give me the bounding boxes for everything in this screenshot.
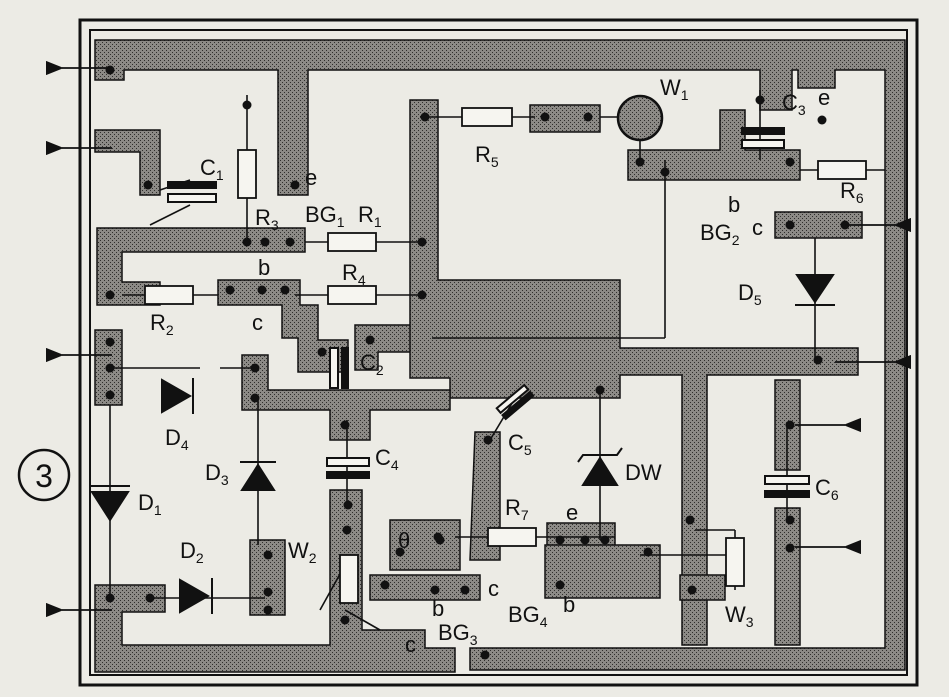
- label-r6: R6: [840, 178, 864, 206]
- diode-d1-symbol: [90, 491, 130, 522]
- label-r2: R2: [150, 310, 174, 338]
- terminal-bg1-e: e: [305, 165, 317, 190]
- label-w3: W3: [725, 602, 754, 630]
- trace-bottom-left: [94, 489, 456, 673]
- label-d4: D4: [165, 425, 189, 453]
- trace-left-input-pad: [94, 129, 161, 196]
- terminal-bg1-b: b: [258, 255, 270, 280]
- label-bg1: BG1: [305, 202, 345, 230]
- trace-w1-pad: [627, 109, 801, 181]
- diode-d5-symbol: [795, 274, 835, 304]
- terminal-bg1-c: c: [252, 310, 263, 335]
- label-c4: C4: [375, 445, 399, 473]
- label-w2: W2: [288, 538, 317, 566]
- trace-bg4-base: [544, 544, 661, 599]
- terminal-letters: e b c e b c θ b c e b c: [252, 85, 830, 657]
- trace-bg3-base: [369, 574, 481, 601]
- terminal-bg3-e: θ: [398, 528, 410, 553]
- resistor-r7-body: [487, 527, 537, 547]
- terminal-bg4-b: b: [563, 592, 575, 617]
- label-bg3: BG3: [438, 620, 478, 648]
- diode-d2-symbol: [179, 578, 211, 614]
- label-r4: R4: [342, 260, 366, 288]
- resistor-r3-body: [237, 149, 257, 199]
- label-w1: W1: [660, 75, 689, 103]
- resistor-r6-body: [817, 160, 867, 180]
- resistor-r4-body: [327, 285, 377, 305]
- figure-number-circle: [17, 448, 71, 502]
- terminal-bg2-c: c: [752, 215, 763, 240]
- label-r7: R7: [505, 495, 529, 523]
- connection-arrows: [45, 60, 912, 618]
- label-d3: D3: [205, 460, 229, 488]
- trace-d3-pad: [249, 539, 286, 616]
- label-bg4: BG4: [508, 602, 548, 630]
- label-d1: D1: [138, 490, 162, 518]
- label-r3: R3: [255, 205, 279, 233]
- label-c5: C5: [508, 430, 532, 458]
- potentiometer-w2-body: [339, 554, 359, 604]
- diode-d4-symbol: [161, 378, 193, 414]
- board-outline-inner: [89, 29, 908, 676]
- board-outline-outer: [78, 18, 919, 687]
- component-labels: C1 R3 BG1 R1 R4 R2 R5 W1 C3 R6 BG2 D5 C2…: [138, 75, 864, 648]
- trace-bg3-emitter: [389, 519, 461, 571]
- capacitors: [167, 127, 810, 498]
- terminal-bg4-c: c: [488, 576, 499, 601]
- trace-top-rail: [94, 39, 906, 671]
- label-c2: C2: [360, 350, 384, 378]
- figure-number: 3: [35, 458, 53, 494]
- trace-bottom-horizontal: [241, 354, 451, 441]
- resistor-r1-body: [327, 232, 377, 252]
- trace-bg2-collector: [774, 211, 863, 239]
- terminal-bg3-c: c: [405, 632, 416, 657]
- label-d2: D2: [180, 538, 204, 566]
- solder-pads: [105, 65, 850, 660]
- resistors: [144, 107, 867, 604]
- label-c6: C6: [815, 475, 839, 503]
- label-r1: R1: [358, 202, 382, 230]
- label-c1: C1: [200, 155, 224, 183]
- trace-r5-pad: [529, 104, 601, 133]
- label-d5: D5: [738, 280, 762, 308]
- resistor-r2-body: [144, 285, 194, 305]
- label-dw: DW: [625, 460, 662, 485]
- diode-d3-symbol: [240, 463, 276, 491]
- terminal-bg2-b: b: [728, 192, 740, 217]
- component-leads: [109, 90, 885, 631]
- zener-dw-symbol: [581, 456, 619, 486]
- trace-w3-pad: [679, 574, 726, 601]
- resistor-r5-body: [461, 107, 513, 127]
- terminal-bg4-e: e: [566, 500, 578, 525]
- label-c3: C3: [782, 90, 806, 118]
- potentiometer-w1-body: [616, 94, 664, 142]
- label-r5: R5: [475, 142, 499, 170]
- label-bg2: BG2: [700, 220, 740, 248]
- potentiometer-w3-body: [725, 537, 745, 587]
- diodes: [90, 274, 835, 614]
- terminal-bg2-e: e: [818, 85, 830, 110]
- terminal-bg3-b: b: [432, 596, 444, 621]
